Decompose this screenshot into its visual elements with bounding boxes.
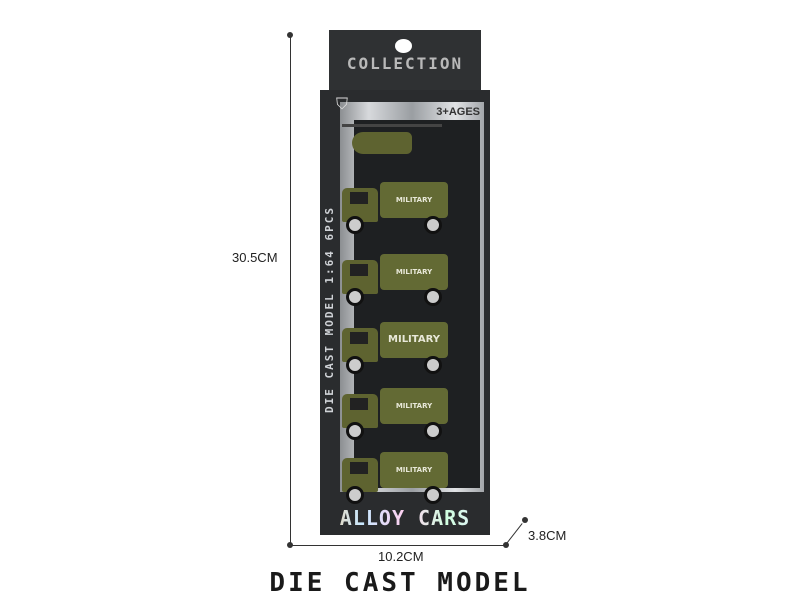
cab-window [350,398,368,410]
depth-dimension-label: 3.8CM [528,528,567,543]
height-dimension-label: 30.5CM [232,250,278,265]
wheel [346,356,364,374]
helicopter-body [352,132,412,154]
age-label: 3+AGES [436,106,480,118]
tanker-truck-toy: MILITARY [338,180,450,234]
product-package: COLLECTION DIE CAST MODEL 1:64 6PCS 3+AG… [320,30,490,535]
truck-cargo: MILITARY [380,322,448,358]
wheel [424,486,442,504]
truck-cab [342,188,378,222]
wheel [424,356,442,374]
side-text: DIE CAST MODEL 1:64 6PCS [323,206,336,414]
helicopter-toy [342,120,442,160]
truck-cab [342,260,378,294]
truck-cargo: MILITARY [380,452,448,488]
truck-cab [342,458,378,492]
caption-title: DIE CAST MODEL [269,568,531,598]
truck-cargo: MILITARY [380,182,448,218]
truck-cargo: MILITARY [380,254,448,290]
cargo-truck-toy: MILITARY [338,320,450,374]
wheel [424,288,442,306]
wheel [424,216,442,234]
wheel [424,422,442,440]
wheel [346,422,364,440]
truck-cargo: MILITARY [380,388,448,424]
cab-window [350,264,368,276]
hang-hole [395,39,412,53]
collection-text: COLLECTION [346,54,464,73]
missile-truck-toy: MILITARY [338,450,450,504]
height-dimension-line [290,35,291,545]
helicopter-rotor [342,124,442,127]
width-dimension-label: 10.2CM [378,549,424,564]
height-dimension-top-dot [287,32,293,38]
wheel [346,486,364,504]
wheel [346,288,364,306]
brand-logo: ⛉ [322,94,362,128]
truck-cab [342,394,378,428]
cab-window [350,332,368,344]
cab-window [350,192,368,204]
wing-emblem-icon: ⛉ [335,94,348,113]
missile-truck-toy: MILITARY [338,252,450,306]
alloy-cars-text: ALLOY CARS [320,506,490,530]
missile-truck-toy: MILITARY [338,386,450,440]
depth-dimension-top-dot [522,517,528,523]
wheel [346,216,364,234]
package-header: COLLECTION [329,30,481,90]
cab-window [350,462,368,474]
truck-cab [342,328,378,362]
depth-dimension-line [504,523,523,546]
width-dimension-line [290,545,505,546]
